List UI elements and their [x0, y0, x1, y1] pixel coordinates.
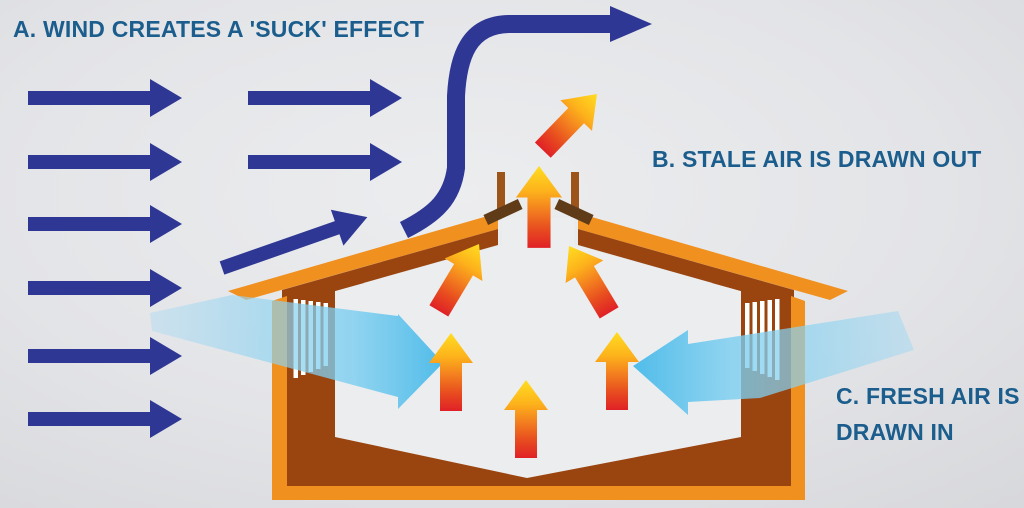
- labels: A. WIND CREATES A 'SUCK' EFFECT B. STALE…: [13, 16, 1020, 445]
- ridge-vent-post-left: [497, 172, 505, 217]
- fresh-air-streams: [150, 295, 914, 415]
- roof-underside: [282, 229, 794, 306]
- label-fresh-air-line1: C. FRESH AIR IS: [836, 383, 1020, 409]
- roof-left-top: [228, 213, 498, 300]
- ridge-vent-flap-left: [483, 198, 523, 226]
- suction-curve-arrow-icon: [399, 6, 652, 239]
- suction-curve-head: [610, 6, 652, 42]
- ridge-vent-post-right: [571, 172, 579, 217]
- ridge-vent-flap-right: [554, 198, 594, 226]
- roof-left-underside: [282, 229, 498, 306]
- suction-curve-path: [399, 15, 612, 239]
- roof-right-underside: [578, 229, 794, 306]
- fresh-air-arrow-left-icon: [150, 295, 443, 409]
- label-fresh-air-line2: DRAWN IN: [836, 419, 954, 445]
- frame-bottom: [272, 486, 805, 500]
- house-interior: [335, 218, 741, 478]
- fresh-air-arrow-right-icon: [633, 311, 914, 415]
- ridge-vent-flaps: [483, 198, 594, 226]
- ridge-vent: [497, 172, 579, 217]
- roof-orange: [228, 213, 848, 300]
- label-stale-air-drawn-out: B. STALE AIR IS DRAWN OUT: [652, 146, 982, 172]
- roof-right-top: [578, 213, 848, 300]
- label-wind-suck-effect: A. WIND CREATES A 'SUCK' EFFECT: [13, 16, 424, 42]
